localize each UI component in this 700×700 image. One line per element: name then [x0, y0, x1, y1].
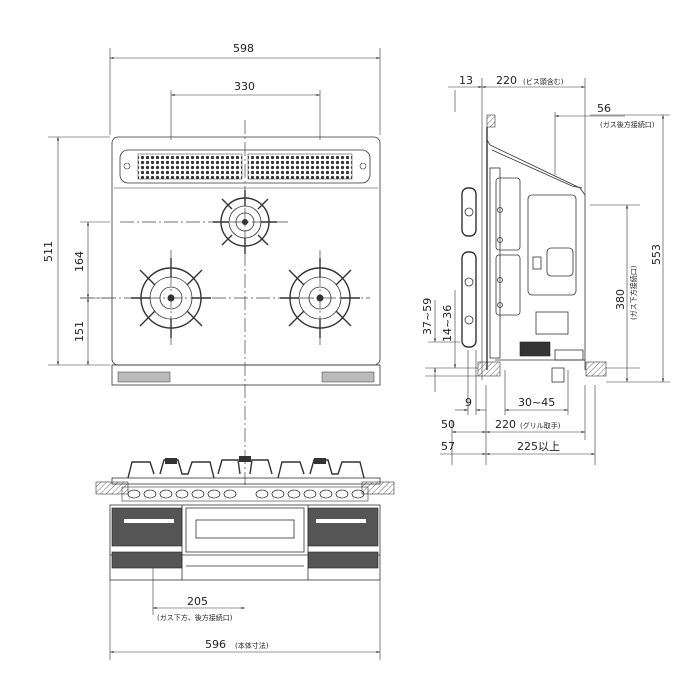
dim-side-37-59: 37~59 [421, 298, 434, 335]
burner-front-left [131, 258, 211, 338]
dim-gas-connection-note: (ガス下方、後方接続口) [157, 613, 233, 622]
dim-side-380-note: (ガス下方接続口) [629, 265, 638, 320]
dim-side-56: 56 [597, 102, 611, 115]
oval-holes [121, 486, 369, 502]
dim-side-380: 380 [614, 289, 627, 310]
dim-upper-burner: 164 [73, 221, 110, 299]
dim-side-220-bottom-note: (グリル取手) [520, 421, 561, 430]
dim-bottom-width-label: 596 [205, 638, 226, 651]
side-countertop-right [585, 361, 607, 377]
burner-front-right [280, 258, 360, 338]
dim-side-30-45: 30~45 [518, 396, 555, 409]
top-view: 598 330 511 164 151 [42, 42, 381, 485]
dim-gas-connection-label: 205 [187, 595, 208, 608]
front-panel [109, 504, 381, 581]
dim-side-220-bottom: 220 [495, 418, 516, 431]
countertop-right [361, 481, 395, 495]
dim-depth: 511 [42, 136, 110, 366]
side-countertop-left [477, 361, 501, 377]
dim-side-220-top-note: (ビス頭含む) [523, 77, 564, 86]
dim-side-220-top: 220 [496, 74, 517, 87]
front-view: 205 (ガス下方、後方接続口) 596 (本体寸法) [95, 456, 395, 660]
side-back-plate [486, 114, 496, 128]
dim-side-14-36: 14~36 [441, 305, 454, 342]
dim-burner-spacing-label: 330 [234, 80, 255, 93]
dim-side-50: 50 [441, 418, 455, 431]
side-view: 13 220 (ビス頭含む) 56 (ガス後方接続口) [421, 74, 670, 465]
dim-side-225: 225以上 [517, 440, 560, 453]
dim-bottom-width: 596 (本体寸法) [109, 580, 381, 660]
dim-bottom-width-note: (本体寸法) [235, 641, 269, 650]
dim-top-width-label: 598 [233, 42, 254, 55]
dim-side-56-note: (ガス後方接続口) [600, 120, 655, 129]
dim-depth-label: 511 [42, 241, 55, 262]
dim-side-553: 553 [650, 244, 663, 265]
dim-lower-burner: 151 [73, 298, 90, 365]
dim-burner-spacing: 330 [170, 80, 321, 140]
dim-lower-burner-label: 151 [73, 321, 86, 342]
dim-gas-connection: 205 (ガス下方、後方接続口) [152, 568, 245, 622]
dim-side-9: 9 [465, 396, 472, 409]
dim-upper-burner-label: 164 [73, 251, 86, 272]
dim-side-13: 13 [459, 74, 473, 87]
dim-side-57: 57 [441, 440, 455, 453]
burner-rear-center [213, 190, 277, 254]
dim-top-width: 598 [109, 42, 381, 135]
